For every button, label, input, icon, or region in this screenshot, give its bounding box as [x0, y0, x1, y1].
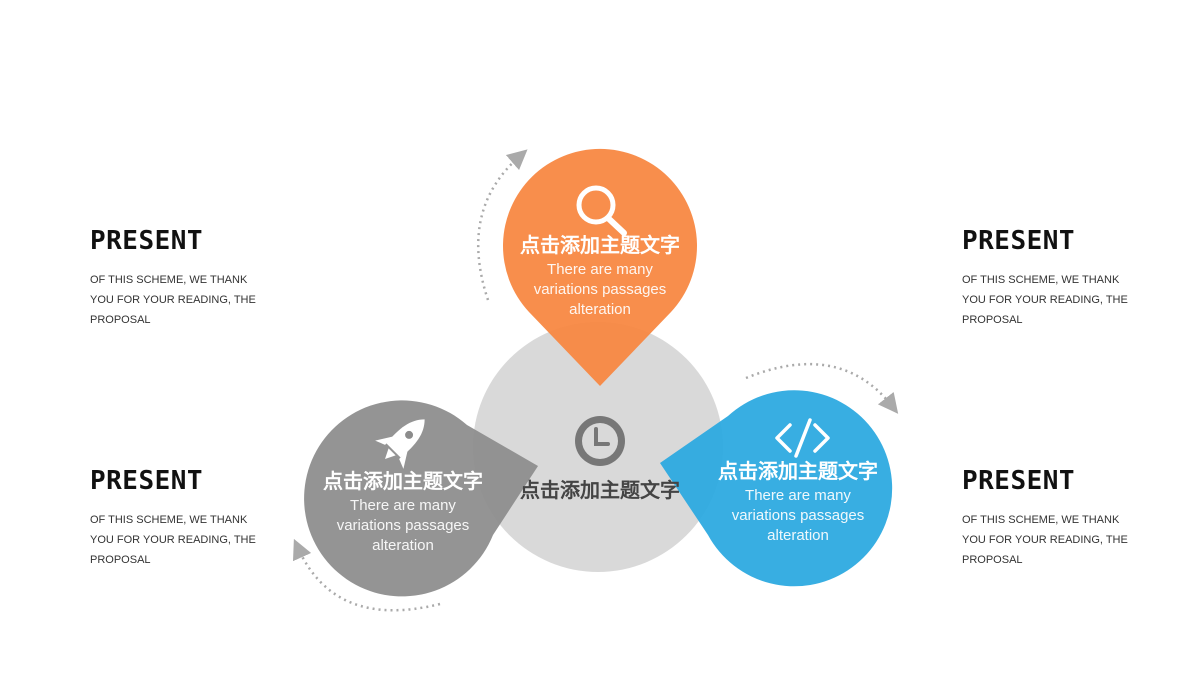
center-title: 点击添加主题文字: [520, 478, 680, 502]
search-icon: [576, 185, 627, 236]
arrow-bottom-left: [293, 538, 441, 612]
side-title: PRESENT: [962, 466, 1076, 496]
side-block-bottom-left: PRESENT OF THIS SCHEME, WE THANK YOU FOR…: [90, 466, 290, 570]
top-petal: [503, 148, 697, 386]
right-petal-text: 点击添加主题文字 There are many variations passa…: [700, 458, 896, 546]
side-title: PRESENT: [90, 466, 204, 496]
clock-icon: [575, 416, 625, 466]
top-petal-body: There are many variations passages alter…: [533, 261, 667, 318]
side-block-top-left: PRESENT OF THIS SCHEME, WE THANK YOU FOR…: [90, 226, 290, 330]
side-description: OF THIS SCHEME, WE THANK YOU FOR YOUR RE…: [90, 514, 256, 566]
right-petal: [660, 390, 893, 587]
side-block-bottom-right: PRESENT OF THIS SCHEME, WE THANK YOU FOR…: [962, 466, 1162, 570]
rocket-icon: [375, 419, 425, 469]
top-petal-title: 点击添加主题文字: [520, 233, 680, 257]
side-description: OF THIS SCHEME, WE THANK YOU FOR YOUR RE…: [962, 514, 1128, 566]
side-block-top-right: PRESENT OF THIS SCHEME, WE THANK YOU FOR…: [962, 226, 1162, 330]
top-petal-text: 点击添加主题文字 There are many variations passa…: [500, 232, 700, 320]
left-petal-text: 点击添加主题文字 There are many variations passa…: [305, 468, 501, 556]
side-description: OF THIS SCHEME, WE THANK YOU FOR YOUR RE…: [962, 274, 1128, 326]
side-title: PRESENT: [962, 226, 1076, 256]
side-title: PRESENT: [90, 226, 204, 256]
left-petal-body: There are many variations passages alter…: [336, 497, 470, 554]
arrow-top-left: [476, 149, 528, 301]
code-icon: [775, 418, 830, 458]
right-petal-body: There are many variations passages alter…: [731, 487, 865, 544]
right-petal-title: 点击添加主题文字: [718, 459, 878, 483]
arrow-right: [745, 362, 899, 414]
left-petal: [304, 400, 538, 597]
left-petal-title: 点击添加主题文字: [323, 469, 483, 493]
side-description: OF THIS SCHEME, WE THANK YOU FOR YOUR RE…: [90, 274, 256, 326]
